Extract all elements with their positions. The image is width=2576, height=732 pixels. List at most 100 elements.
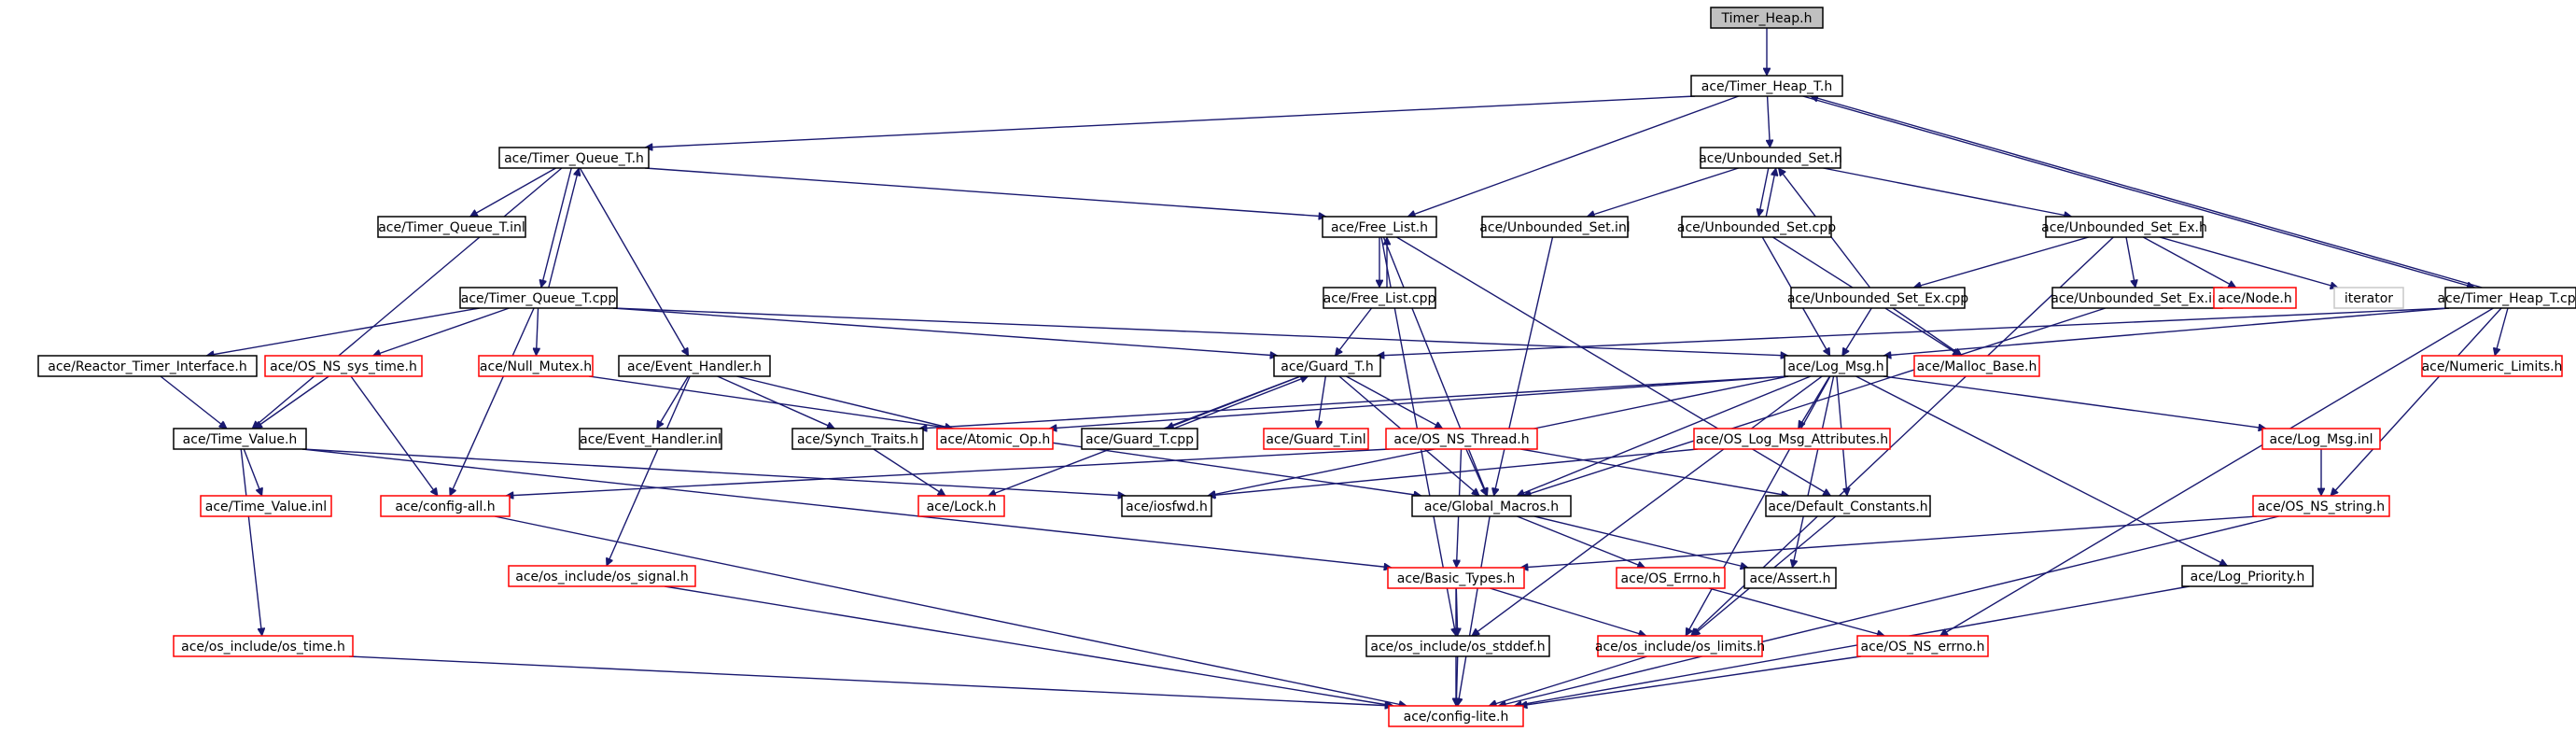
node-label: ace/Time_Value.h: [183, 432, 298, 447]
graph-node[interactable]: ace/Free_List.h: [1322, 216, 1437, 238]
graph-node[interactable]: ace/Guard_T.h: [1273, 355, 1381, 377]
node-box: [1693, 428, 1891, 450]
edge-n31-n39: [1520, 448, 1789, 496]
node-box: [936, 428, 1054, 450]
node-label: ace/Basic_Types.h: [1397, 571, 1515, 586]
edge-n27-n36: [873, 448, 945, 497]
node-label: ace/Reactor_Timer_Interface.h: [48, 359, 246, 374]
graph-node[interactable]: ace/Assert.h: [1743, 567, 1837, 589]
node-label: ace/Event_Handler.h: [627, 359, 762, 374]
edge-n22-n38: [1517, 375, 1812, 496]
node-label: ace/Atomic_Op.h: [940, 432, 1050, 447]
edge-n20-n27: [717, 375, 835, 429]
node-label: ace/os_include/os_time.h: [181, 640, 345, 655]
edge-n2-n4: [1768, 95, 1771, 148]
node-label: ace/OS_NS_errno.h: [1860, 640, 1984, 655]
edge-n31-n38: [1465, 448, 1487, 496]
graph-node: iterator: [2333, 287, 2404, 309]
graph-node[interactable]: ace/OS_NS_errno.h: [1856, 635, 1989, 657]
graph-node[interactable]: ace/Guard_T.inl: [1263, 428, 1369, 450]
node-label: ace/Event_Handler.inl: [580, 432, 721, 447]
graph-node[interactable]: ace/Basic_Types.h: [1387, 567, 1525, 589]
node-label: ace/OS_NS_Thread.h: [1393, 432, 1529, 447]
graph-node[interactable]: ace/OS_Errno.h: [1616, 567, 1726, 589]
graph-node[interactable]: ace/os_include/os_limits.h: [1595, 635, 1765, 657]
edge-n40-n42: [1520, 515, 2258, 568]
graph-node[interactable]: ace/Timer_Queue_T.cpp: [459, 287, 618, 309]
edge-n35-n50: [494, 515, 1407, 706]
node-box: [264, 355, 423, 377]
edge-n49-n50: [1519, 655, 1862, 706]
graph-node[interactable]: ace/Timer_Queue_T.inl: [377, 216, 526, 238]
node-box: [1710, 7, 1824, 29]
graph-node[interactable]: ace/Unbounded_Set.inl: [1479, 216, 1631, 238]
node-box: [173, 428, 307, 450]
edge-n16-n49: [1940, 307, 2494, 637]
graph-node[interactable]: ace/Event_Handler.inl: [579, 428, 722, 450]
graph-node[interactable]: ace/Log_Msg.inl: [2261, 428, 2381, 450]
graph-node[interactable]: ace/Malloc_Base.h: [1913, 355, 2040, 377]
graph-node[interactable]: ace/os_include/os_time.h: [173, 635, 354, 657]
graph-node[interactable]: ace/config-lite.h: [1388, 705, 1524, 727]
node-label: ace/Log_Msg.h: [1787, 359, 1883, 374]
edge-n38-n43: [1517, 515, 1645, 568]
edge-n22-n44: [1792, 375, 1835, 568]
graph-node[interactable]: ace/Unbounded_Set_Ex.inl: [2051, 287, 2224, 309]
graph-node[interactable]: ace/Event_Handler.h: [618, 355, 771, 377]
edge-n18-n35: [350, 375, 439, 496]
node-box: [1784, 355, 1888, 377]
node-label: ace/Timer_Queue_T.h: [504, 151, 644, 166]
graph-node[interactable]: ace/Timer_Heap_T.cpp: [2437, 287, 2576, 309]
graph-node[interactable]: ace/Reactor_Timer_Interface.h: [37, 355, 258, 377]
graph-node[interactable]: ace/Guard_T.cpp: [1081, 428, 1198, 450]
node-label: ace/os_include/os_stddef.h: [1370, 640, 1545, 655]
graph-node[interactable]: ace/Log_Msg.h: [1784, 355, 1888, 377]
graph-node[interactable]: ace/Node.h: [2213, 287, 2297, 309]
graph-node[interactable]: ace/Time_Value.inl: [200, 495, 332, 517]
graph-node[interactable]: ace/Unbounded_Set_Ex.cpp: [1787, 287, 1968, 309]
node-label: ace/Timer_Queue_T.cpp: [461, 291, 617, 306]
edge-n10-n21: [612, 307, 1278, 356]
edge-n22-n27: [919, 375, 1789, 429]
node-box: [1597, 635, 1763, 657]
node-box: [579, 428, 722, 450]
graph-node[interactable]: ace/Synch_Traits.h: [791, 428, 924, 450]
edge-n12-n22: [1841, 307, 1872, 356]
node-box: [37, 355, 258, 377]
graph-node[interactable]: ace/Lock.h: [917, 495, 1005, 517]
graph-node[interactable]: ace/OS_NS_sys_time.h: [264, 355, 423, 377]
node-box: [1690, 75, 1843, 97]
graph-node[interactable]: ace/os_include/os_signal.h: [508, 565, 696, 587]
graph-node[interactable]: ace/Default_Constants.h: [1765, 495, 1931, 517]
edge-n32-n37: [1208, 448, 1699, 496]
node-label: ace/Time_Value.inl: [205, 500, 327, 514]
graph-node[interactable]: ace/Null_Mutex.h: [478, 355, 594, 377]
graph-node[interactable]: ace/Numeric_Limits.h: [2421, 355, 2563, 377]
graph-node[interactable]: ace/Time_Value.h: [173, 428, 307, 450]
graph-node[interactable]: ace/Timer_Heap_T.h: [1690, 75, 1843, 97]
graph-node[interactable]: ace/Unbounded_Set_Ex.h: [2041, 216, 2207, 238]
node-label: ace/Timer_Queue_T.inl: [378, 220, 525, 235]
node-label: iterator: [2345, 291, 2393, 306]
graph-node[interactable]: ace/OS_NS_Thread.h: [1385, 428, 1538, 450]
node-box: [498, 147, 650, 169]
graph-node[interactable]: ace/os_include/os_stddef.h: [1365, 635, 1550, 657]
node-box: [1481, 216, 1629, 238]
node-box: [1322, 216, 1437, 238]
graph-node[interactable]: ace/iosfwd.h: [1121, 495, 1212, 517]
graph-node[interactable]: ace/config-all.h: [380, 495, 511, 517]
graph-node[interactable]: ace/Atomic_Op.h: [936, 428, 1054, 450]
graph-node[interactable]: ace/OS_Log_Msg_Attributes.h: [1693, 428, 1891, 450]
graph-node[interactable]: ace/Free_List.cpp: [1323, 287, 1436, 309]
graph-node[interactable]: ace/Unbounded_Set.h: [1699, 147, 1842, 169]
graph-node[interactable]: ace/OS_NS_string.h: [2252, 495, 2390, 517]
graph-node[interactable]: ace/Log_Priority.h: [2181, 565, 2314, 587]
graph-node[interactable]: ace/Timer_Queue_T.h: [498, 147, 650, 169]
graph-node[interactable]: ace/Global_Macros.h: [1411, 495, 1572, 517]
edge-n38-n50: [1458, 515, 1491, 706]
node-label: ace/Synch_Traits.h: [797, 432, 918, 447]
node-box: [1121, 495, 1212, 517]
graph-node[interactable]: ace/Unbounded_Set.cpp: [1677, 216, 1836, 238]
node-box: [1681, 216, 1832, 238]
edge-n8-n4: [1765, 168, 1776, 218]
